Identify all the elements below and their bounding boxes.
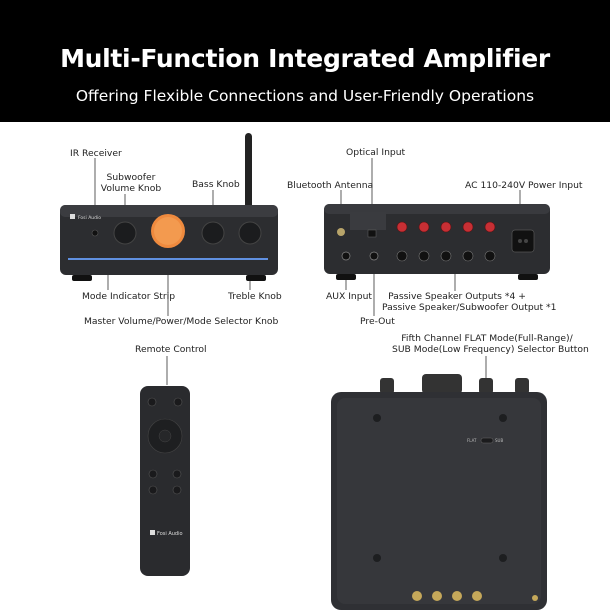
remote-control: Fosi Audio (140, 386, 190, 576)
treble-knob-label: Treble Knob (228, 291, 282, 302)
treble-knob[interactable] (238, 221, 262, 245)
bass-knob-label: Bass Knob (192, 179, 240, 190)
page-subtitle: Offering Flexible Connections and User-F… (75, 87, 535, 105)
speaker-terminals-red (396, 221, 496, 233)
amplifier-rear-view (324, 204, 550, 280)
brand-logo-front: Fosi Audio (78, 215, 101, 221)
ac-power-socket (511, 229, 535, 253)
master-knob-label: Master Volume/Power/Mode Selector Knob (84, 316, 279, 327)
speaker-terminals-black (396, 250, 496, 262)
remote-power-button[interactable] (147, 397, 157, 407)
remote-control-label: Remote Control (135, 344, 207, 355)
bluetooth-antenna-connector (337, 228, 345, 236)
bluetooth-antenna-label: Bluetooth Antenna (287, 180, 374, 191)
page-title: Multi-Function Integrated Amplifier (60, 44, 550, 73)
remote-brand-logo: Fosi Audio (157, 531, 183, 537)
remote-button[interactable] (172, 485, 182, 495)
amplifier-front-view: Fosi Audio (60, 133, 278, 281)
pre-out-jack (369, 251, 379, 261)
aux-input-label: AUX Input (326, 291, 373, 302)
remote-play-pause-button[interactable] (158, 429, 172, 443)
optical-input (367, 229, 377, 238)
remote-button[interactable] (172, 469, 182, 479)
ac-input-label: AC 110-240V Power Input (465, 180, 583, 191)
ir-receiver (91, 229, 99, 237)
switch-flat-label: FLAT (467, 438, 477, 443)
antenna (245, 133, 252, 213)
remote-button[interactable] (148, 469, 158, 479)
flat-sub-switch[interactable] (480, 437, 494, 444)
pre-out-label: Pre-Out (360, 316, 395, 327)
aux-input (341, 251, 351, 261)
mode-indicator-strip (68, 258, 268, 260)
optical-input-label: Optical Input (346, 147, 406, 158)
amplifier-top-view: FLAT SUB (331, 374, 547, 610)
subwoofer-knob-label: Subwoofer Volume Knob (100, 172, 162, 194)
flat-sub-selector-label: Fifth Channel FLAT Mode(Full-Range)/ SUB… (392, 333, 589, 355)
mode-strip-label: Mode Indicator Strip (82, 291, 176, 302)
remote-button[interactable] (148, 485, 158, 495)
subwoofer-volume-knob[interactable] (113, 221, 137, 245)
switch-sub-label: SUB (495, 438, 503, 443)
bass-knob[interactable] (201, 221, 225, 245)
banner: Multi-Function Integrated Amplifier Offe… (0, 0, 610, 122)
passive-outputs-label: Passive Speaker Outputs *4 + Passive Spe… (382, 291, 557, 313)
remote-mute-button[interactable] (173, 397, 183, 407)
ir-receiver-label: IR Receiver (70, 148, 122, 159)
